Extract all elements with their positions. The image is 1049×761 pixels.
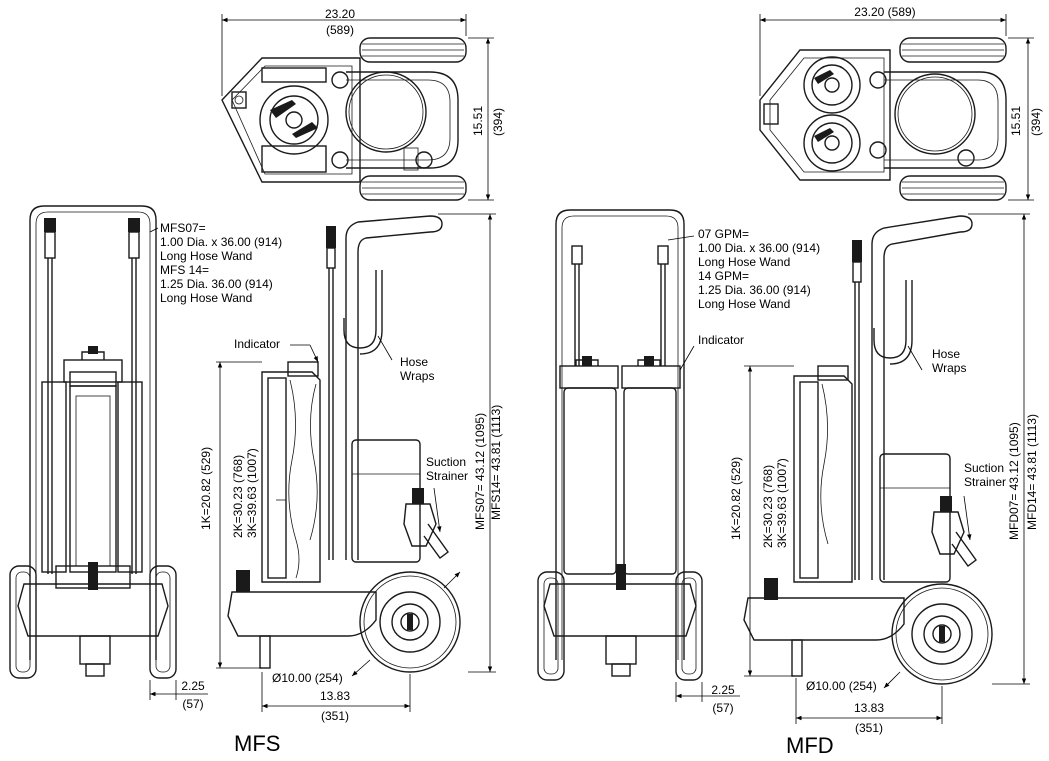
mfd-wheel-diameter: Ø10.00 (254) <box>806 679 877 693</box>
mfs-height-3k: 3K=39.63 (1007) <box>245 448 259 538</box>
mfs-wand-note-line: MFS07= <box>160 221 206 235</box>
mfd-hose-wraps-label: Wraps <box>932 361 967 375</box>
mfd-top-depth-mm: (394) <box>1029 107 1043 136</box>
mfd-overall-height: MFD07= 43.12 (1095) <box>1007 422 1021 540</box>
mfs-hose-wraps-label: Hose <box>400 355 429 369</box>
mfs-indicator-label: Indicator <box>234 337 281 351</box>
mfs-top-width-mm: (589) <box>325 23 354 37</box>
mfs-offset-mm: (57) <box>182 697 204 711</box>
mfd-hose-wraps-label: Hose <box>932 347 961 361</box>
mfd-wand-note-line: 14 GPM= <box>698 269 750 283</box>
mfd-top-depth: 15.51 <box>1009 105 1023 136</box>
mfd-wand-note-line: 1.00 Dia. x 36.00 (914) <box>698 241 821 255</box>
mfs-suction-strainer-label: Strainer <box>426 469 469 483</box>
mfd-height-1k: 1K=20.82 (529) <box>729 456 743 540</box>
mfs-top-depth: 15.51 <box>471 105 485 136</box>
mfs-wheelbase: 13.83 <box>319 689 351 703</box>
mfs-title: MFS <box>234 731 281 756</box>
mfd-top-view <box>759 14 1034 201</box>
mfs-overall-height: MFS07= 43.12 (1095) <box>473 412 487 530</box>
mfd-suction-strainer-label: Suction <box>964 461 1005 475</box>
mfs-wand-note-line: Long Hose Wand <box>160 291 253 305</box>
mfs-suction-strainer-label: Suction <box>426 455 467 469</box>
mfd-front-view <box>537 209 740 702</box>
mfd-wheelbase-mm: (351) <box>854 721 883 735</box>
mfd-side-view <box>743 213 1030 724</box>
mfs-top-depth-mm: (394) <box>491 107 505 136</box>
mfd-offset: 2.25 <box>711 683 735 697</box>
mfs-wheel-diameter: Ø10.00 (254) <box>272 671 343 685</box>
mfd-wand-note-line: Long Hose Wand <box>698 255 791 269</box>
mfs-overall-height-2: MFS14= 43.81 (1113) <box>489 404 503 520</box>
mfd-height-2k: 2K=30.23 (768) <box>761 464 775 548</box>
mfd-wand-note-line: Long Hose Wand <box>698 297 791 311</box>
mfd-wand-note-line: 07 GPM= <box>698 227 750 241</box>
mfd-offset-mm: (57) <box>712 701 734 715</box>
mfs-wand-note-line: 1.00 Dia. x 36.00 (914) <box>160 235 283 249</box>
mfs-wand-note-line: 1.25 Dia. 36.00 (914) <box>160 277 273 291</box>
mfd-wheelbase: 13.83 <box>853 701 885 715</box>
mfd-height-3k: 3K=39.63 (1007) <box>775 458 789 548</box>
mfd-overall-height-2: MFD14= 43.81 (1113) <box>1025 414 1039 530</box>
mfs-front-view <box>9 205 208 700</box>
mfs-height-2k: 2K=30.23 (768) <box>231 454 245 538</box>
mfs-top-view <box>221 14 494 201</box>
mfd-wand-note-line: 1.25 Dia. 36.00 (914) <box>698 283 811 297</box>
mfs-height-1k: 1K=20.82 (529) <box>199 446 213 530</box>
mfd-suction-strainer-label: Strainer <box>964 475 1007 489</box>
mfs-offset: 2.25 <box>181 679 205 693</box>
mfs-wheelbase-mm: (351) <box>320 709 349 723</box>
mfd-title: MFD <box>786 733 834 758</box>
mfs-wand-note-line: MFS 14= <box>160 263 210 277</box>
mfs-wand-note-line: Long Hose Wand <box>160 249 253 263</box>
mfs-side-view <box>216 213 496 712</box>
mfs-hose-wraps-label: Wraps <box>400 369 435 383</box>
mfs-top-width: 23.20 <box>324 7 356 21</box>
mfd-top-width: 23.20 (589) <box>854 5 916 19</box>
mfd-indicator-label: Indicator <box>698 333 745 347</box>
